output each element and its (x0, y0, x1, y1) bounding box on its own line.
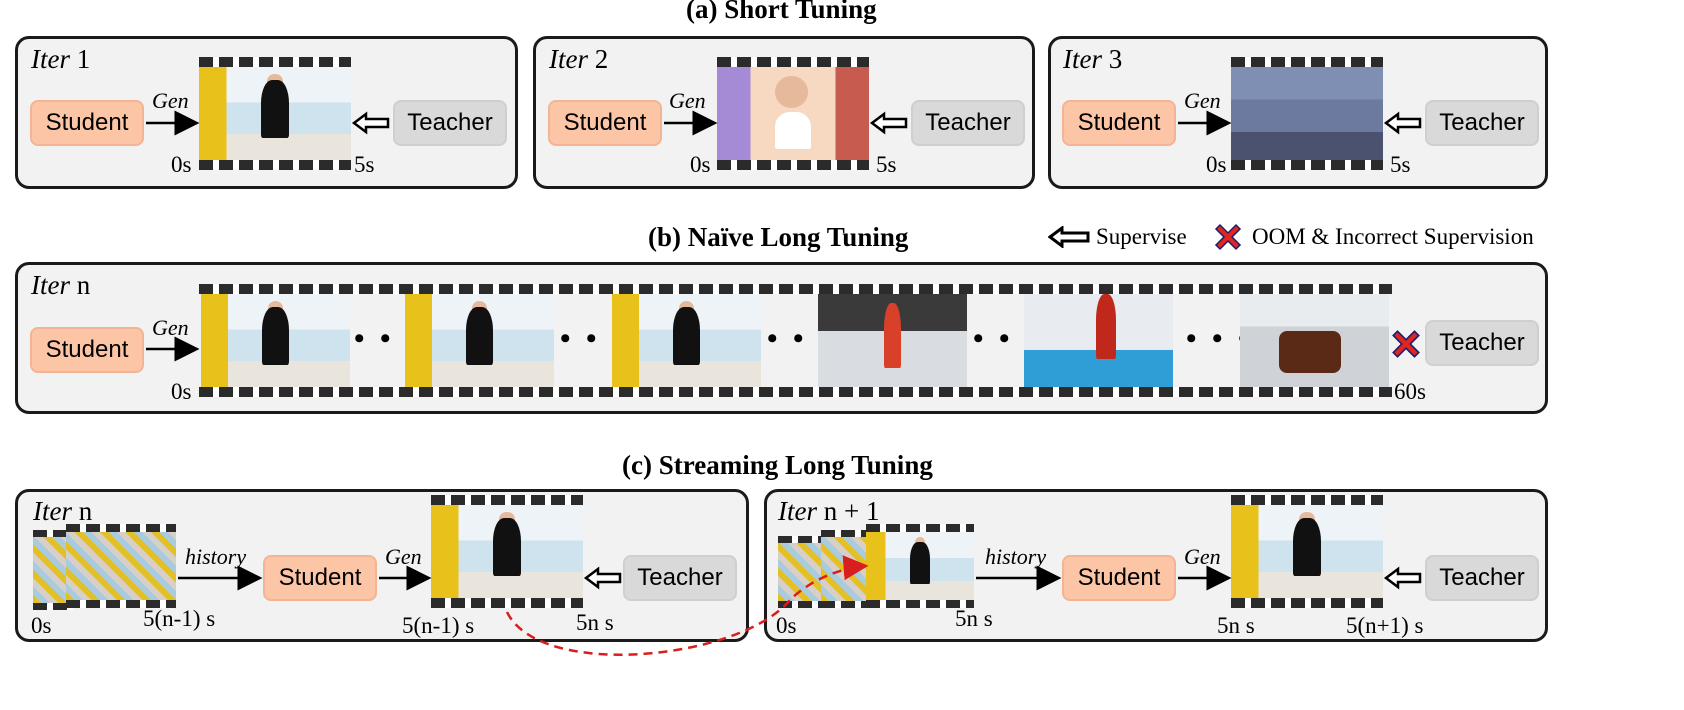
iter-label-n: Iter n (33, 496, 93, 526)
oom-cross-icon (1392, 330, 1420, 358)
history-clip (778, 536, 826, 608)
legend-oom: OOM & Incorrect Supervision (1252, 224, 1534, 249)
student-box: Student (30, 327, 144, 373)
time-start: 0s (776, 613, 797, 638)
video-frame (612, 294, 761, 387)
gen-label: Gen (152, 315, 189, 340)
time-gen-start: 5n s (1217, 613, 1255, 638)
student-box: Student (1062, 555, 1176, 601)
time-start: 0s (690, 152, 711, 177)
gen-label: Gen (152, 88, 189, 113)
time-start: 0s (1206, 152, 1227, 177)
time-end: 5s (354, 152, 375, 177)
title-short-tuning: (a) Short Tuning (686, 0, 877, 24)
teacher-box: Teacher (393, 100, 507, 146)
video-frame (405, 294, 554, 387)
video-frame (201, 294, 350, 387)
teacher-box: Teacher (1425, 320, 1539, 366)
title-naive-long-tuning: (b) Naïve Long Tuning (648, 222, 909, 252)
video-clip (717, 57, 869, 170)
history-label: history (185, 544, 247, 569)
video-clip (1231, 57, 1383, 170)
student-box: Student (1062, 100, 1176, 146)
iter-label-n-plus-1: Iter n + 1 (778, 496, 880, 526)
iter-label-2: Iter 2 (549, 44, 609, 74)
teacher-box: Teacher (1425, 555, 1539, 601)
gen-label: Gen (1184, 544, 1221, 569)
video-clip (199, 57, 351, 170)
supervise-arrow-icon (1048, 226, 1090, 248)
time-gen-end: 5n s (576, 610, 614, 635)
time-start: 0s (171, 152, 192, 177)
iter-label-1: Iter 1 (31, 44, 91, 74)
title-streaming-long-tuning: (c) Streaming Long Tuning (622, 450, 933, 480)
gen-label: Gen (669, 88, 706, 113)
time-start: 0s (31, 613, 52, 638)
teacher-box: Teacher (911, 100, 1025, 146)
time-end: 60s (1394, 379, 1426, 404)
teacher-box: Teacher (1425, 100, 1539, 146)
gen-label: Gen (1184, 88, 1221, 113)
student-box: Student (263, 555, 377, 601)
time-start: 0s (171, 379, 192, 404)
gen-label: Gen (385, 544, 422, 569)
oom-cross-icon (1214, 223, 1242, 251)
legend-supervise: Supervise (1096, 224, 1187, 249)
time-history-end: 5(n-1) s (143, 606, 216, 631)
time-end: 5s (876, 152, 897, 177)
video-frame (1240, 294, 1389, 387)
video-clip (431, 495, 583, 608)
video-frame (818, 294, 967, 387)
video-frame (1024, 294, 1173, 387)
time-gen-end: 5(n+1) s (1346, 613, 1424, 638)
iter-label-3: Iter 3 (1063, 44, 1123, 74)
time-history-end: 5n s (955, 606, 993, 631)
ellipsis: • • • (1186, 322, 1253, 355)
history-clip (866, 524, 974, 608)
long-video-strip (199, 284, 1392, 397)
iter-label-n: Iter n (31, 270, 91, 300)
time-gen-start: 5(n-1) s (402, 613, 475, 638)
student-box: Student (30, 100, 144, 146)
history-label: history (985, 544, 1047, 569)
teacher-box: Teacher (623, 555, 737, 601)
time-end: 5s (1390, 152, 1411, 177)
student-box: Student (548, 100, 662, 146)
history-clip (66, 524, 176, 608)
video-clip (1231, 495, 1383, 608)
